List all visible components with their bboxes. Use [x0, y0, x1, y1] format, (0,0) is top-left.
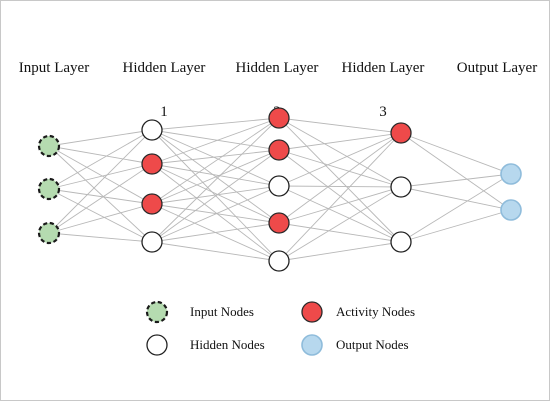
- edge-line: [400, 173, 512, 188]
- edge-line: [48, 203, 153, 234]
- legend-input-label: Input Nodes: [190, 304, 254, 319]
- layer-number: 1: [160, 104, 168, 120]
- edge-line: [151, 117, 280, 205]
- hidden-node: [268, 250, 290, 272]
- edge-line: [151, 129, 280, 187]
- edge-line: [151, 117, 280, 131]
- edge-line: [48, 129, 153, 234]
- edge-line: [48, 163, 153, 190]
- input-node: [37, 221, 61, 245]
- edge-line: [48, 129, 153, 147]
- edge-line: [151, 163, 280, 262]
- edge-line: [278, 185, 402, 243]
- layer-title-input: Input Layer: [0, 35, 114, 79]
- edge-line: [278, 132, 402, 187]
- layer-title-hidden-1: Hidden Layer 1: [104, 35, 224, 145]
- edge-line: [278, 186, 402, 224]
- edge-line: [151, 117, 280, 243]
- layer-number: 3: [379, 104, 387, 120]
- edge-line: [48, 129, 153, 190]
- edges-group: [48, 117, 512, 262]
- edge-line: [151, 241, 280, 262]
- layer-title-text: Hidden Layer: [235, 60, 319, 76]
- edge-line: [400, 209, 512, 243]
- edge-line: [278, 132, 402, 151]
- edge-line: [151, 149, 280, 165]
- legend-hidden-node-icon: [146, 334, 168, 356]
- hidden-node: [141, 231, 163, 253]
- hidden-node: [390, 231, 412, 253]
- edge-line: [151, 222, 280, 243]
- legend-swatches: [145, 300, 323, 356]
- edge-line: [278, 117, 402, 134]
- activity-node: [141, 193, 163, 215]
- edge-line: [151, 163, 280, 187]
- edge-line: [48, 163, 153, 234]
- layer-title-text: Input Layer: [18, 60, 90, 76]
- legend-input-node-icon: [145, 300, 169, 324]
- edge-line: [48, 232, 153, 243]
- hidden-node: [268, 175, 290, 197]
- layer-title-output: Output Layer: [437, 35, 550, 79]
- edge-line: [48, 145, 153, 165]
- edge-line: [278, 149, 402, 243]
- legend-output-label: Output Nodes: [336, 337, 409, 352]
- edge-line: [151, 129, 280, 151]
- edge-line: [278, 117, 402, 188]
- nodes-group: [37, 107, 522, 272]
- edge-line: [151, 185, 280, 243]
- activity-node: [268, 139, 290, 161]
- edge-line: [278, 222, 402, 243]
- edge-line: [400, 186, 512, 211]
- layer-title-text: Hidden Layer: [122, 60, 206, 76]
- layer-title-text: Output Layer: [456, 60, 538, 76]
- input-node: [37, 134, 61, 158]
- edge-line: [151, 185, 280, 205]
- activity-node: [268, 107, 290, 129]
- edge-line: [400, 132, 512, 211]
- edge-line: [278, 132, 402, 262]
- legend-hidden-label: Hidden Nodes: [190, 337, 265, 352]
- edge-line: [151, 149, 280, 243]
- edge-line: [48, 188, 153, 205]
- output-node: [500, 199, 522, 221]
- activity-node: [268, 212, 290, 234]
- edge-line: [278, 117, 402, 243]
- activity-node: [390, 122, 412, 144]
- layer-title-text: Hidden Layer: [341, 60, 425, 76]
- edge-line: [151, 203, 280, 224]
- edge-line: [278, 132, 402, 224]
- edge-line: [278, 186, 402, 262]
- edge-line: [400, 132, 512, 175]
- edge-line: [48, 145, 153, 243]
- activity-node: [141, 153, 163, 175]
- edge-line: [278, 149, 402, 188]
- layer-title-hidden-3: Hidden Layer 3: [323, 35, 443, 145]
- legend-activity-node-icon: [301, 301, 323, 323]
- edge-line: [278, 185, 402, 188]
- edge-line: [151, 163, 280, 224]
- edge-line: [400, 173, 512, 243]
- input-node: [37, 177, 61, 201]
- legend-activity-label: Activity Nodes: [336, 304, 416, 319]
- hidden-node: [141, 119, 163, 141]
- hidden-node: [390, 176, 412, 198]
- output-node: [500, 163, 522, 185]
- edge-line: [48, 188, 153, 243]
- edge-line: [48, 145, 153, 205]
- edge-line: [151, 117, 280, 165]
- legend-output-node-icon: [301, 334, 323, 356]
- edge-line: [151, 149, 280, 205]
- edge-line: [278, 241, 402, 262]
- edge-line: [151, 129, 280, 224]
